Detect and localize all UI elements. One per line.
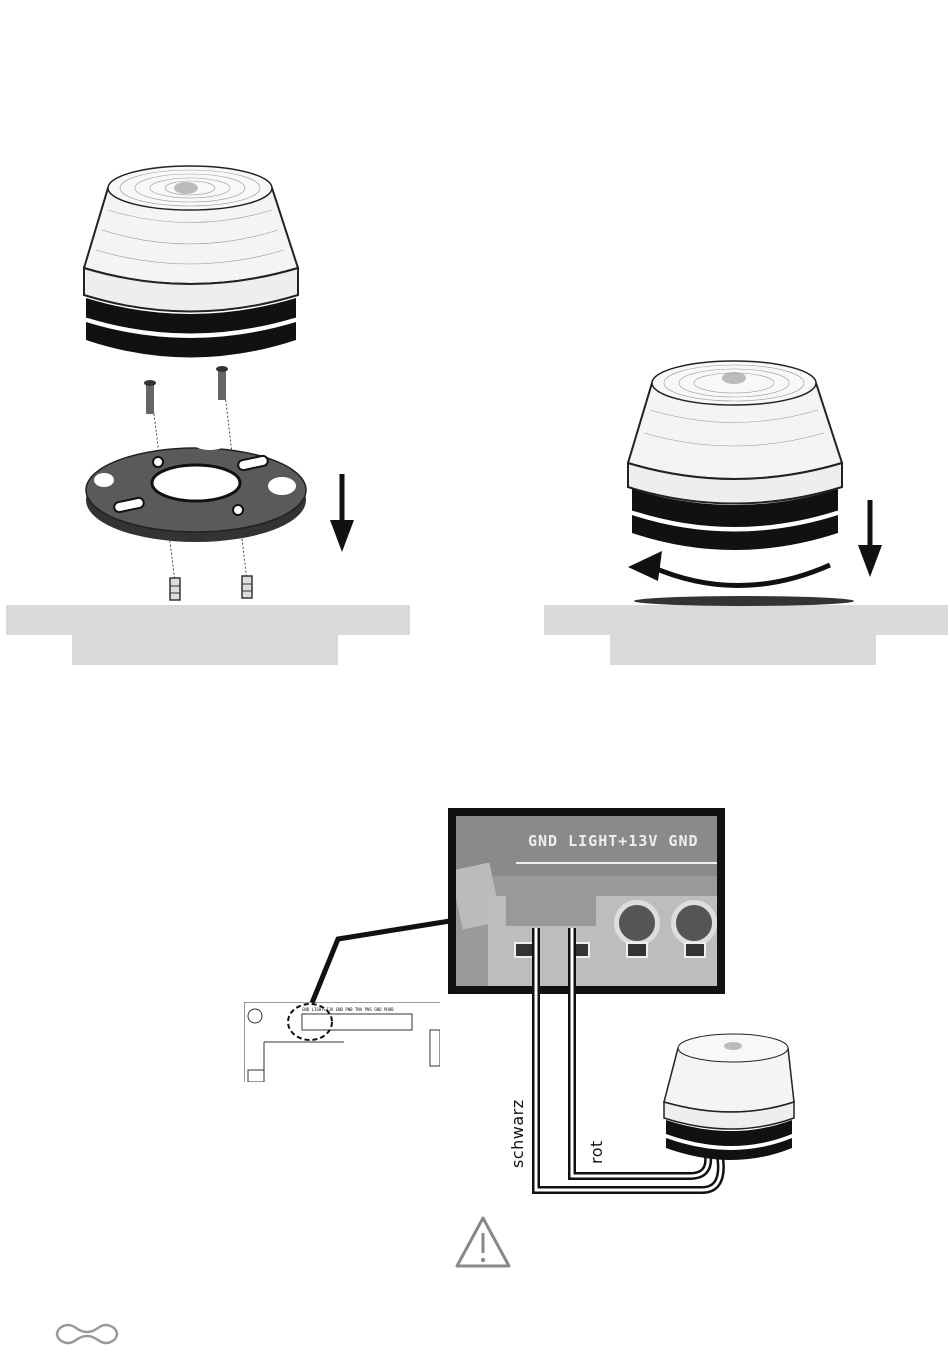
base-plate-shadow [634,596,854,606]
wiring-diagram [520,920,800,1200]
wall-plug-left [170,578,180,600]
signal-lamp [84,166,298,358]
mounting-surface-bottom [610,635,876,665]
mounting-surface-top [544,605,948,635]
control-board: GND LIGHT+13V GND PNB TNA PNS GND PHOB [244,1002,440,1082]
arrow-down-icon [858,500,882,577]
rotate-arrow-icon [628,551,830,586]
arrow-down-icon [330,474,354,552]
signal-lamp-small [664,1034,794,1160]
step-1-mount-illustration [0,150,420,670]
wire-red-label: rot [587,1140,606,1164]
brand-logo-icon [54,1322,120,1346]
mounting-surface-top [6,605,410,635]
mounting-surface-bottom [72,635,338,665]
board-terminal-labels: GND LIGHT+13V GND PNB TNA PNS GND PHOB [302,1007,394,1012]
step-2-twist-illustration [540,355,950,670]
callout-connector [300,915,460,1015]
signal-lamp [628,361,842,550]
warning-triangle-icon [454,1215,512,1269]
terminal-header-label: GND LIGHT+13V GND [528,832,699,850]
wall-plug-right [242,576,252,598]
mounting-plate [86,438,306,542]
wire-black-label: schwarz [508,1099,527,1168]
